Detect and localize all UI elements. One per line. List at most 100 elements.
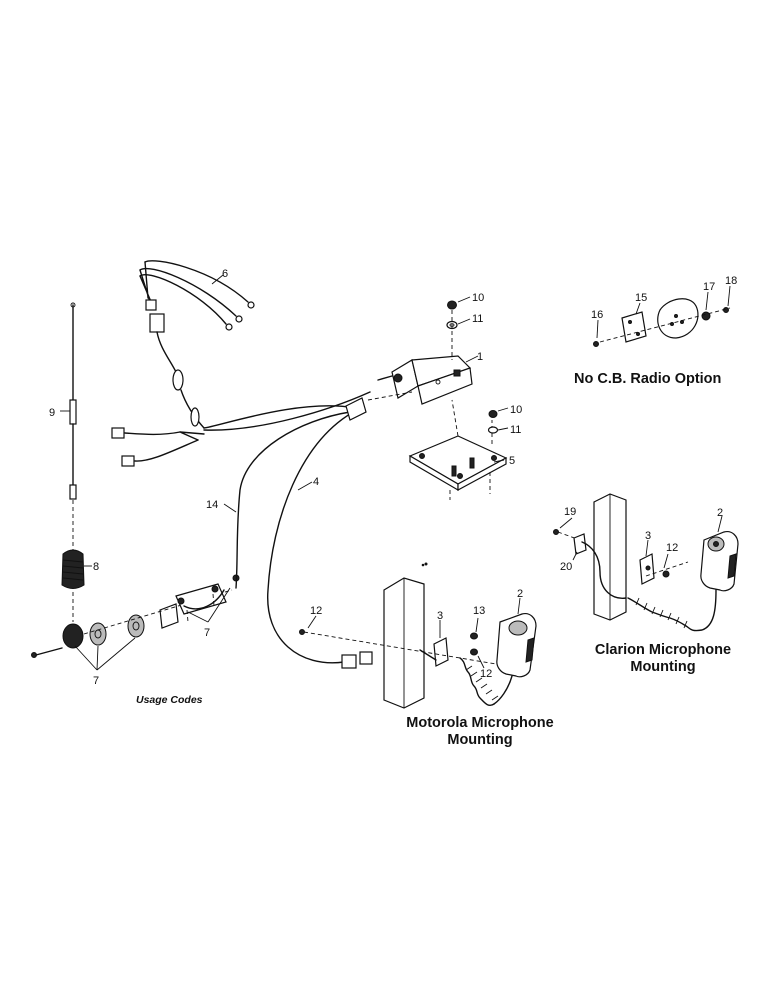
cover-plate (621, 311, 647, 343)
diagram-captions: No C.B. Radio Option Clarion Microphone … (136, 371, 731, 748)
screw-12c (662, 570, 670, 578)
leader-1 (465, 355, 479, 363)
speck (421, 563, 425, 567)
callout-12-motorola-a: 12 (310, 605, 322, 617)
leader-19 (559, 517, 573, 529)
caption-motorola-line-1: Motorola Microphone (406, 715, 553, 731)
leader-7-lower (74, 637, 136, 671)
leader-11b (497, 427, 509, 431)
leader-13 (475, 617, 479, 633)
callout-7-lower: 7 (93, 675, 99, 687)
leader-12c (663, 553, 669, 569)
callout-16: 16 (591, 309, 603, 321)
antenna-spring (61, 549, 85, 589)
motorola-mounting (299, 562, 537, 709)
callout-2-clarion: 2 (717, 507, 723, 519)
caption-no-cb-radio-option: No C.B. Radio Option (574, 371, 721, 387)
callout-9: 9 (49, 407, 55, 419)
radio-top-hardware (446, 296, 471, 360)
antenna-ferrule (69, 484, 77, 500)
callout-5: 5 (509, 455, 515, 467)
leader-5 (493, 459, 505, 463)
microphone-extension-cable (267, 409, 373, 669)
motorola-mic-clip (433, 637, 449, 667)
callout-3-motorola: 3 (437, 610, 443, 622)
leader-17 (705, 291, 709, 311)
mic-cable-connector-a (341, 654, 357, 669)
leader-7-upper (187, 587, 231, 623)
callout-20: 20 (560, 561, 572, 573)
antenna-lead-cable (223, 411, 351, 589)
cb-radio-unit (345, 355, 479, 421)
radio-harness-plug (345, 397, 367, 421)
harness-inline-fuse (172, 369, 184, 391)
clarion-microphone (700, 515, 739, 592)
cover-gasket (657, 298, 699, 339)
callout-4: 4 (313, 476, 319, 488)
clarion-mounting (553, 493, 739, 632)
leader-3b (645, 539, 649, 557)
callout-10-top: 10 (472, 292, 484, 304)
callout-numbers: 1 2 2 3 3 4 5 6 7 7 8 9 10 10 11 11 12 1… (49, 268, 737, 687)
leader-10a (457, 296, 471, 303)
leader-2a (517, 597, 521, 615)
leader-14 (223, 503, 237, 513)
motorola-microphone (496, 597, 537, 678)
clarion-coil-cord (627, 589, 717, 632)
antenna-tip (70, 302, 76, 308)
power-harness (111, 260, 371, 467)
nut-17 (701, 311, 711, 321)
callout-17: 17 (703, 281, 715, 293)
callout-11-top: 11 (472, 313, 483, 325)
mic-cable-connector-b (359, 651, 373, 665)
leader-4 (297, 481, 313, 491)
no-cb-option-parts (593, 285, 731, 347)
antenna-bracket (175, 574, 240, 623)
leader-12a (307, 615, 317, 629)
leader-10b (497, 407, 509, 412)
callout-12-motorola-b: 12 (480, 668, 492, 680)
screw-13 (470, 632, 478, 640)
motorola-coil-cord (459, 657, 513, 707)
caption-clarion-line-1: Clarion Microphone (595, 642, 731, 658)
washer-18 (723, 307, 729, 313)
caption-clarion-line-2: Mounting (630, 659, 695, 675)
callout-19: 19 (564, 506, 576, 518)
leader-20 (572, 551, 578, 561)
leader-12b (477, 655, 485, 669)
callout-1: 1 (477, 351, 483, 363)
callout-8: 8 (93, 561, 99, 573)
callout-6: 6 (222, 268, 228, 280)
callout-12-clarion: 12 (666, 542, 678, 554)
callout-11-bottom: 11 (510, 424, 521, 436)
leader-11a (457, 318, 471, 325)
caption-usage-codes: Usage Codes (136, 694, 203, 706)
leader-18 (727, 285, 731, 307)
radio-mounting-plate (408, 399, 509, 500)
leader-6 (211, 274, 224, 285)
harness-connector (145, 299, 157, 311)
cable-clamp-20 (573, 533, 587, 555)
antenna-coupler (69, 399, 77, 425)
leader-15 (635, 302, 641, 315)
screw-16 (593, 341, 599, 347)
antenna-assembly (31, 302, 240, 671)
callout-13: 13 (473, 605, 485, 617)
callout-18: 18 (725, 275, 737, 287)
caption-motorola-line-2: Mounting (447, 732, 512, 748)
harness-accessory-terminal (121, 455, 135, 467)
callout-3-clarion: 3 (645, 530, 651, 542)
callout-7-upper: 7 (204, 627, 210, 639)
callout-2-motorola: 2 (517, 588, 523, 600)
leader-16 (596, 319, 599, 339)
harness-fuse-holder (149, 313, 165, 333)
harness-ground-terminal (111, 427, 125, 439)
callout-10-bottom: 10 (510, 404, 522, 416)
callout-14: 14 (206, 499, 218, 511)
screw-12a (299, 629, 305, 635)
leader-2b (717, 515, 723, 533)
callout-15: 15 (635, 292, 647, 304)
screw-12b (470, 648, 478, 656)
screw-19 (553, 529, 559, 535)
